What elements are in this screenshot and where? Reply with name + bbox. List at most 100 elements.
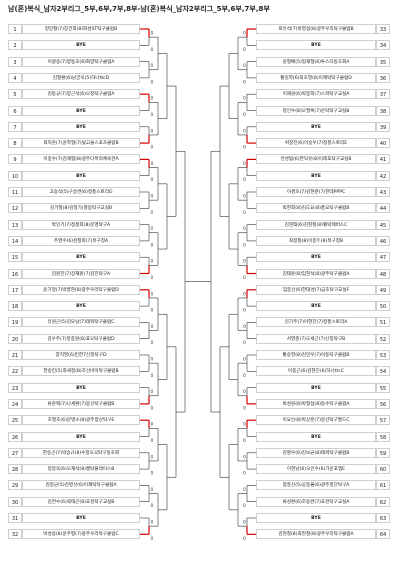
seed-number: 1 (8, 24, 22, 34)
player-pair-name: 최정철(8)이종두(8)북구청B (256, 235, 376, 246)
player-pair-name: 서영준(7)오세근(7)신정탁구B (256, 333, 376, 344)
seed-number: 40 (376, 138, 390, 149)
player-pair-name: 유원곤(5)김오남(7)태워탁구클럽C (22, 317, 140, 328)
score-label: 0 (243, 471, 246, 477)
score-label: 0 (151, 63, 154, 69)
score-label: 0 (151, 373, 154, 379)
score-label: 0 (243, 503, 246, 509)
score-label: 0 (151, 536, 154, 542)
score-label: 0 (151, 259, 154, 265)
player-pair-name: 양종신(5)공동율(6)광주정단탁구A (256, 480, 376, 491)
score-label: 0 (243, 194, 246, 200)
player-pair-name: BYE (22, 301, 140, 312)
seed-number: 51 (376, 317, 390, 328)
player-pair-name: BYE (22, 121, 140, 132)
seed-number: 17 (8, 284, 22, 295)
score-label: 0 (151, 520, 154, 526)
player-pair-name: 윤형배(5)정재형(6)투스타동호회A (256, 56, 376, 67)
seed-number: 55 (376, 382, 390, 393)
seed-number: 59 (376, 447, 390, 458)
seed-number: 4 (8, 72, 22, 83)
score-label: 0 (243, 405, 246, 411)
seed-number: 35 (376, 56, 390, 67)
player-pair-name: 박성용(8)윤주형(7)광주우리탁구클럽C (22, 529, 140, 540)
score-label: 0 (243, 275, 246, 281)
player-pair-name: BYE (256, 431, 376, 442)
player-pair-name: BYE (256, 170, 376, 181)
player-pair-name: BYE (256, 121, 376, 132)
player-pair-name: 주영수(6)천철희(7)북구청A (22, 235, 140, 246)
page-title: 남(혼)복식_남자2부리그_5부,6부,7부,8부-남(혼)복식_남자2부리그_… (8, 5, 270, 13)
seed-number: 52 (376, 333, 390, 344)
score-label: 0 (243, 79, 246, 85)
seed-number: 41 (376, 154, 390, 165)
seed-number: 30 (8, 496, 22, 507)
player-pair-name: 정인수(8)오필록(7)운탁탁구교실B (256, 105, 376, 116)
